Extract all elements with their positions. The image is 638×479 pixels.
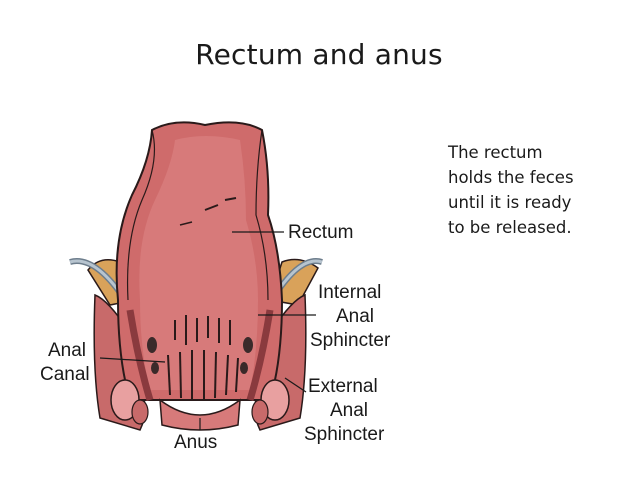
label-anal-canal: Canal bbox=[40, 364, 90, 385]
caption-line: until it is ready bbox=[448, 193, 572, 212]
label-external-sphincter: Sphincter bbox=[304, 424, 385, 445]
label-external-sphincter: Anal bbox=[330, 400, 368, 421]
label-internal-sphincter: Internal bbox=[318, 282, 381, 303]
label-rectum: Rectum bbox=[288, 222, 353, 243]
internal-anal-sphincter bbox=[126, 309, 274, 402]
caption-line: holds the feces bbox=[448, 168, 574, 187]
label-leaders bbox=[99, 231, 316, 430]
label-anus: Anus bbox=[174, 432, 217, 453]
caption-text: The rectum holds the feces until it is r… bbox=[448, 140, 628, 240]
label-external-sphincter: External bbox=[308, 376, 378, 397]
external-anal-sphincter bbox=[110, 379, 290, 425]
caption-line: to be released. bbox=[448, 218, 572, 237]
label-internal-sphincter: Sphincter bbox=[310, 330, 391, 351]
anus-opening bbox=[159, 398, 241, 431]
caption-line: The rectum bbox=[448, 143, 543, 162]
label-anal-canal: Anal bbox=[48, 340, 86, 361]
rectum bbox=[115, 121, 284, 401]
anal-columns bbox=[167, 315, 239, 400]
label-internal-sphincter: Anal bbox=[336, 306, 374, 327]
page-title: Rectum and anus bbox=[195, 38, 443, 71]
